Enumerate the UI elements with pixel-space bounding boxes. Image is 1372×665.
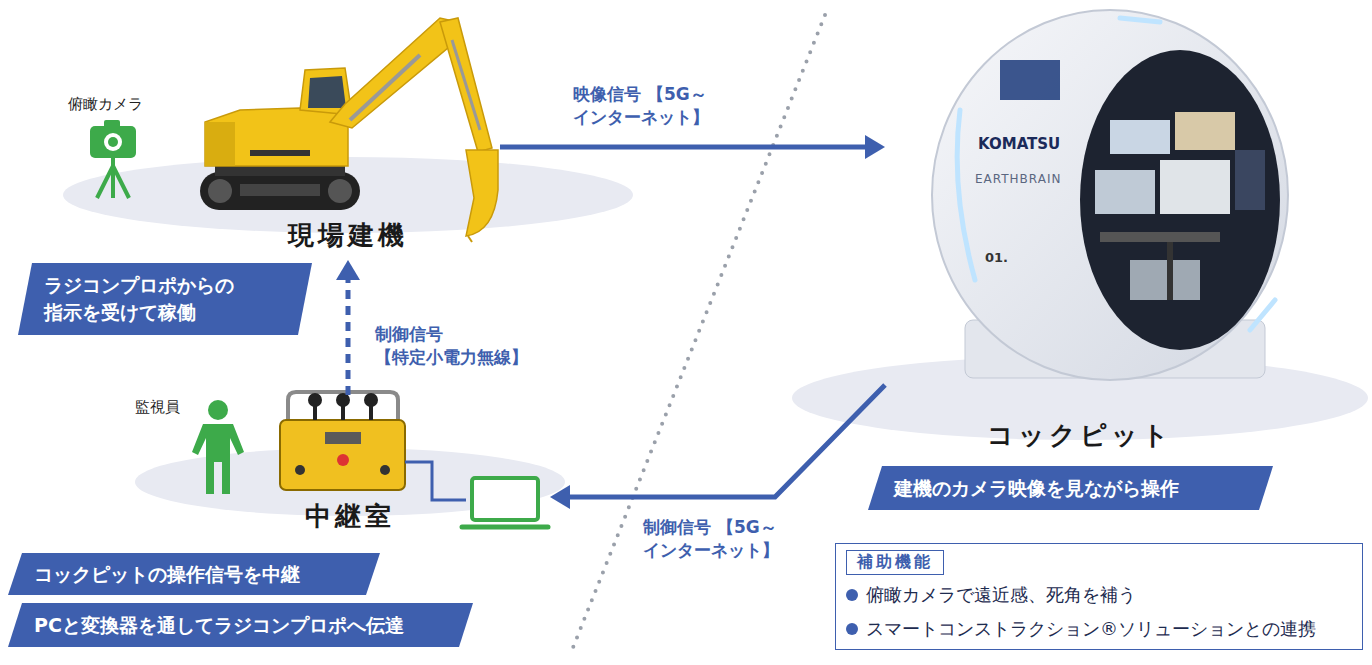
band-text-group: ラジコンプロポからの 指示を受けて稼働 (44, 272, 284, 325)
signal-label: 制御信号 【特定小電力無線】 (372, 322, 538, 370)
laptop-icon (462, 478, 548, 527)
cockpit-illustration (932, 10, 1288, 380)
band-fill (18, 263, 312, 335)
connector-line (346, 278, 351, 395)
monitor-label: 監視員 (135, 398, 180, 417)
band-text: コックピットの操作信号を中継 (34, 561, 300, 588)
support-function-box: 補助機能俯瞰カメラで遠近感、死角を補うスマートコンストラクション®ソリューション… (835, 543, 1363, 650)
band-text-group: PCと変換器を通してラジコンプロポへ伝達 (34, 612, 404, 639)
signal-label: 映像信号 【5G～インターネット】 (570, 82, 771, 130)
radio-controller (280, 392, 405, 490)
brand-logo-text: EARTHBRAIN (975, 172, 1061, 186)
bullet-dot (846, 589, 858, 601)
band-text: PCと変換器を通してラジコンプロポへ伝達 (34, 612, 404, 639)
node-title-group: コックピット (987, 418, 1173, 453)
cockpit-number: 01. (985, 250, 1008, 265)
signal-connector (336, 260, 360, 395)
band-fill (8, 553, 380, 595)
signal-connector (500, 135, 885, 159)
instruction-band: PCと変換器を通してラジコンプロポへ伝達 (8, 603, 473, 647)
band-text-group: コックピットの操作信号を中継 (34, 561, 300, 588)
node-title: 現場建機 (288, 218, 408, 253)
site-node: 中継室 (150, 395, 550, 545)
node-title: コックピット (987, 418, 1173, 453)
brand-logo-text: KOMATSU (978, 135, 1060, 153)
excavator-illustration (200, 18, 498, 242)
box-title: 補助機能 (846, 550, 944, 575)
band-text: ラジコンプロポからの 指示を受けて稼働 (44, 272, 284, 325)
band-fill (868, 466, 1273, 510)
camera-label: 俯瞰カメラ (68, 95, 143, 114)
band-shape (18, 263, 312, 335)
instruction-band: ラジコンプロポからの 指示を受けて稼働 (18, 263, 312, 335)
signal-connector (550, 385, 885, 509)
node-title-group: 現場建機 (288, 218, 408, 253)
band-text: 建機のカメラ映像を見ながら操作 (894, 475, 1179, 502)
feature-text: 俯瞰カメラで遠近感、死角を補う (866, 584, 1136, 605)
bullet-dot (846, 623, 858, 635)
feature-row: 俯瞰カメラで遠近感、死角を補う (846, 583, 1348, 607)
site-node: 現場建機 (195, 8, 500, 260)
arrow-head (336, 260, 360, 280)
instruction-band: 建機のカメラ映像を見ながら操作 (868, 466, 1273, 510)
band-text-group: 建機のカメラ映像を見ながら操作 (894, 475, 1179, 502)
site-node: コックピット (885, 12, 1275, 457)
signal-label: 制御信号 【5G～インターネット】 (640, 515, 831, 563)
node-title: 中継室 (305, 499, 395, 534)
connector-line (500, 145, 867, 150)
instruction-band: コックピットの操作信号を中継 (8, 553, 380, 595)
band-fill (8, 603, 473, 647)
arrow-head (550, 485, 570, 509)
feature-text: スマートコンストラクション®ソリューションとの連携 (866, 618, 1316, 639)
monitor-person (192, 400, 244, 494)
arrow-head (865, 135, 885, 159)
connector-line (568, 385, 885, 497)
feature-row: スマートコンストラクション®ソリューションとの連携 (846, 617, 1348, 641)
controller-cable (405, 462, 466, 500)
camera-icon (90, 120, 136, 198)
node-title-group: 中継室 (305, 499, 395, 534)
